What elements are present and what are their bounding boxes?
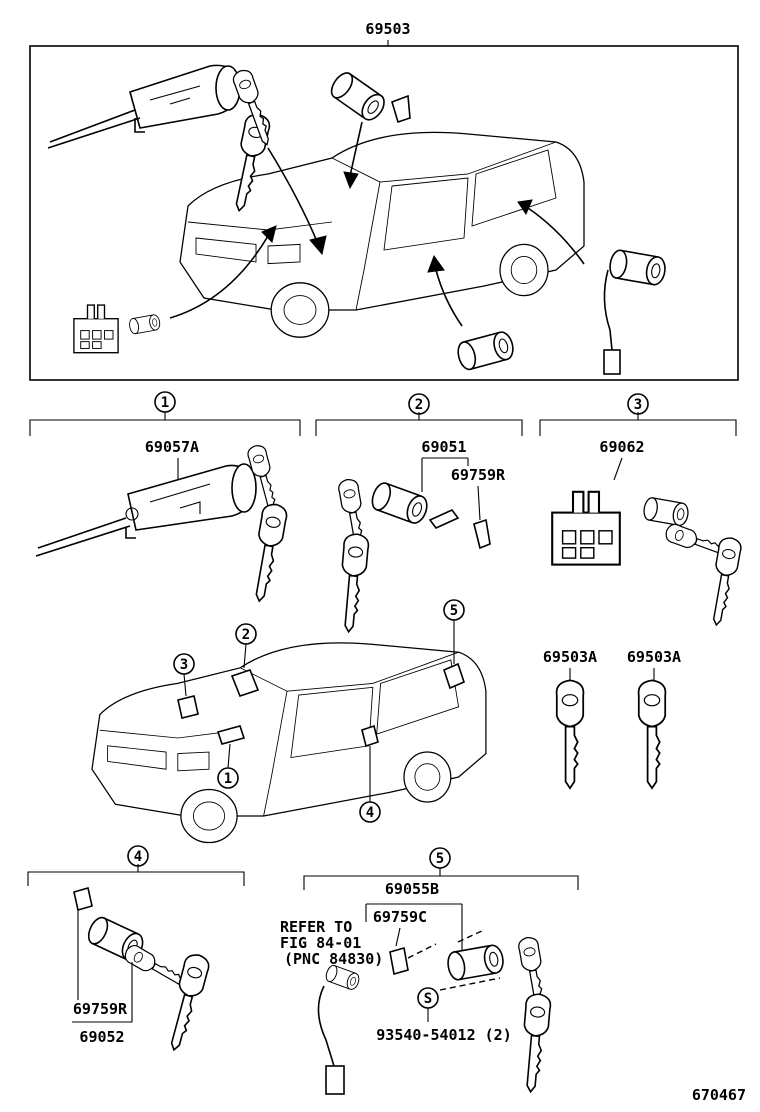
mid-lock-icons	[177, 662, 465, 748]
key-69503A-1	[555, 679, 585, 790]
group5-back-door-cylinder	[445, 943, 506, 982]
group1-callout: 1	[161, 395, 169, 411]
group5-sub-leader	[395, 927, 401, 947]
group1-key-2	[246, 501, 290, 604]
group3-part-number: 69062	[599, 438, 644, 456]
group2-cam	[428, 509, 460, 529]
group4-callout: 4	[134, 849, 142, 865]
figure-id: 670467	[692, 1086, 746, 1104]
group5-callout: 5	[436, 851, 444, 867]
group1-ignition-cylinder	[35, 463, 257, 557]
mid-callout-2-marker	[235, 623, 257, 669]
group5-screw-symbol: S	[424, 991, 432, 1007]
group2-lock-cylinder	[368, 479, 432, 527]
group2-retainer-leader	[477, 485, 481, 521]
group2-bracket	[315, 393, 523, 436]
group3-bracket	[539, 393, 737, 436]
main-frame	[29, 45, 739, 381]
main-glovebox-retainer	[391, 94, 411, 124]
group2-retainer-part: 69759R	[451, 466, 506, 484]
group5-refer-line-3: (PNC 84830)	[284, 950, 383, 968]
group5-key-2	[517, 992, 553, 1094]
group4-retainer-part: 69759R	[73, 1000, 128, 1018]
main-vehicle	[179, 131, 585, 338]
main-part-number: 69503	[365, 20, 410, 38]
main-steering-connector	[73, 304, 119, 354]
key-69503A-2	[637, 679, 667, 790]
group5-part-number: 69055B	[385, 880, 439, 898]
main-ignition-cylinder	[47, 64, 241, 149]
group4-bracket	[27, 845, 245, 886]
group4-cylinder-part: 69052	[79, 1028, 124, 1046]
group3-callout: 3	[634, 397, 642, 413]
mid-callout-4: 4	[366, 805, 374, 821]
mid-callout-3-marker	[173, 653, 195, 697]
main-arrows	[169, 121, 585, 327]
group3-connector	[551, 490, 621, 566]
mid-callout-2: 2	[242, 627, 250, 643]
mid-vehicle	[91, 642, 487, 844]
group5-sub-part: 69759C	[373, 908, 427, 926]
group4-key-2	[161, 951, 212, 1054]
main-door-lock	[454, 329, 517, 373]
group3-key-cylinder	[641, 496, 691, 528]
group5-dashed-guides	[407, 929, 501, 991]
group2-callout: 2	[415, 397, 423, 413]
key-part-number-1: 69503A	[543, 648, 597, 666]
group4-cylinder-leader	[72, 962, 133, 1023]
group2-leader	[421, 457, 469, 492]
mid-callout-3: 3	[180, 657, 188, 673]
group2-key-2	[335, 532, 371, 634]
group2-part-number: 69051	[421, 438, 466, 456]
group3-leader	[613, 457, 623, 481]
key-part-number-2: 69503A	[627, 648, 681, 666]
group1-bracket	[29, 391, 301, 436]
mid-callout-1-marker	[217, 743, 239, 789]
group2-retainer	[473, 518, 491, 550]
main-back-door-wire	[603, 269, 613, 351]
group5-refer-line-1: REFER TO	[280, 918, 352, 936]
main-glovebox-lock	[326, 68, 390, 125]
group5-refer-line-2: FIG 84-01	[280, 934, 361, 952]
group1-part-number: 69057A	[145, 438, 199, 456]
group5-connector-wire	[317, 963, 362, 1095]
group5-leader	[365, 903, 463, 950]
group5-bracket	[303, 847, 579, 890]
group5-retainer	[389, 946, 409, 976]
group5-screw-part: 93540-54012 (2)	[376, 1026, 511, 1044]
main-back-door-plug	[603, 349, 621, 375]
mid-callout-5-marker	[443, 599, 465, 664]
main-back-door-lock	[607, 248, 668, 287]
mid-callout-1: 1	[224, 771, 232, 787]
group4-retainer	[73, 886, 93, 912]
main-connector-key-cylinder	[127, 313, 162, 335]
mid-callout-5: 5	[450, 603, 458, 619]
mid-callout-4-marker	[359, 746, 381, 823]
